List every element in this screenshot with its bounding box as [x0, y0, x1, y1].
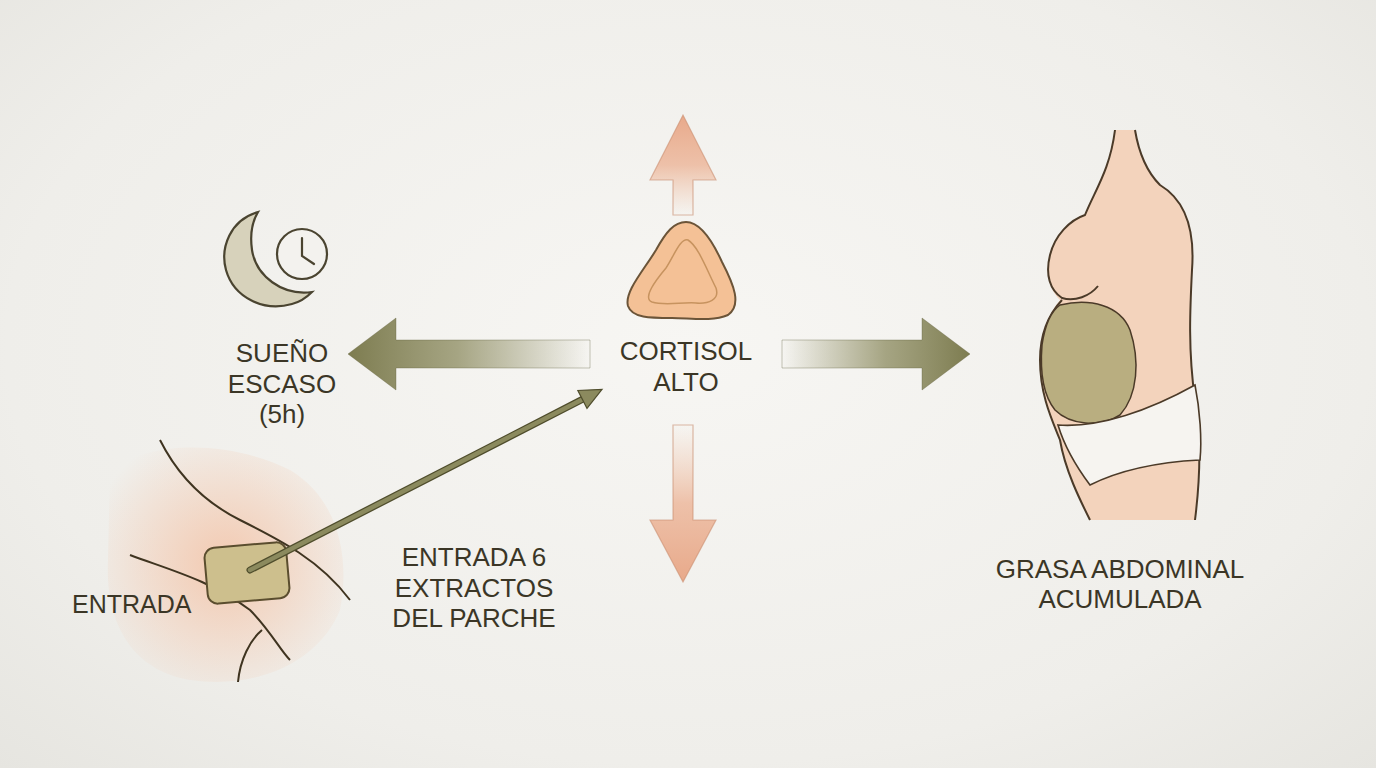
thick-arrow [348, 318, 590, 390]
patch [204, 542, 291, 605]
node-label: GRASA ABDOMINAL ACUMULADA [970, 554, 1270, 615]
text-label: ENTRADA [72, 590, 191, 619]
text-node: ENTRADA 6 EXTRACTOS DEL PARCHE [250, 542, 570, 634]
belly-fat [1041, 302, 1136, 423]
text-node: SUEÑO ESCASO (5h) [218, 338, 346, 430]
clock-icon [277, 229, 327, 279]
underwear [1058, 385, 1201, 485]
thick-arrow [782, 318, 970, 390]
gland-inner [649, 240, 717, 304]
text-node: GRASA ABDOMINAL ACUMULADA [970, 118, 1270, 615]
node-label: ENTRADA 6 EXTRACTOS DEL PARCHE [378, 542, 570, 634]
node-label: SUEÑO ESCASO (5h) [218, 338, 346, 430]
up-arrow [650, 115, 716, 215]
down-arrow [650, 425, 716, 582]
text-node: CORTISOL ALTO [604, 336, 768, 397]
node-label: CORTISOL ALTO [604, 336, 768, 397]
adrenal-gland [627, 222, 735, 319]
arm-outline [130, 440, 350, 682]
skin-area [108, 448, 344, 682]
clock-hands [302, 238, 314, 264]
